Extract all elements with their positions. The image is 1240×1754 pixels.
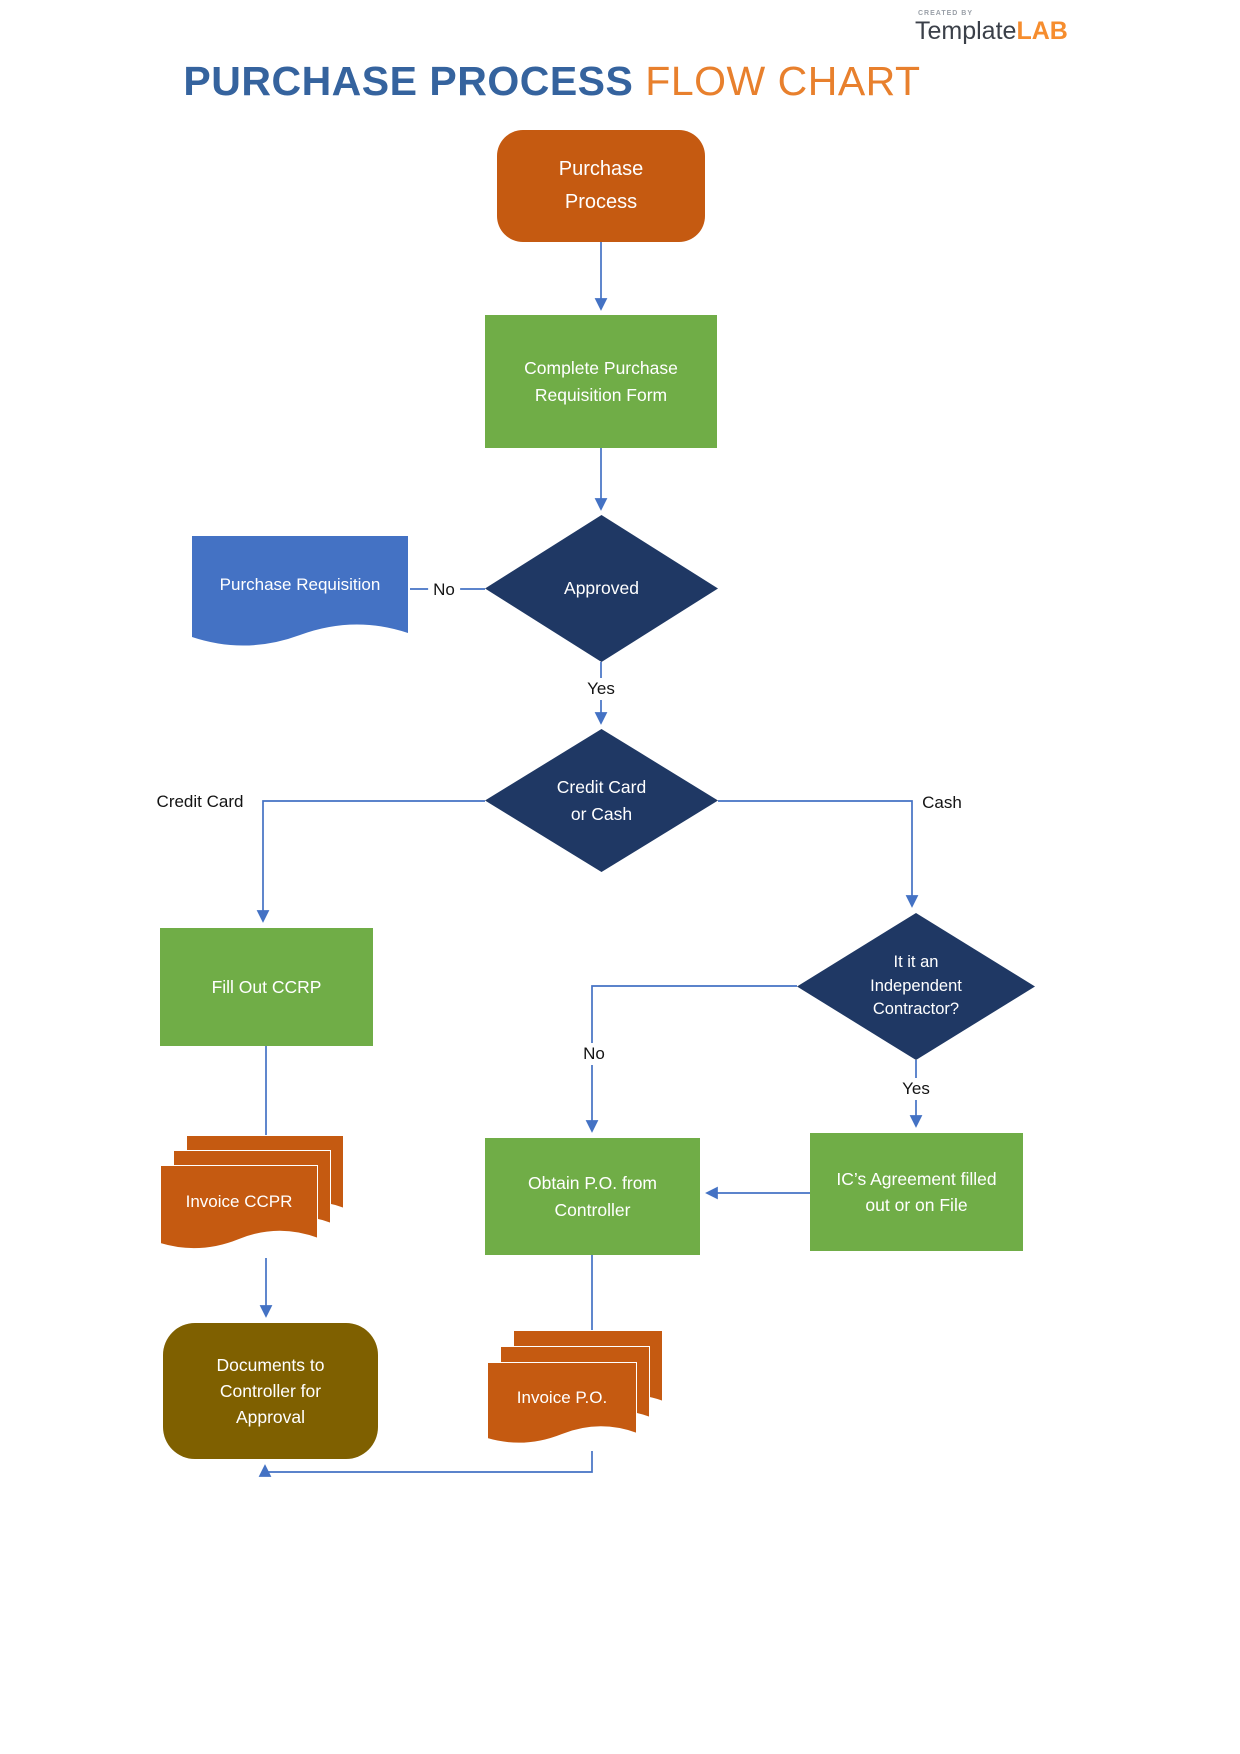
edge-label-credit-card: Credit Card — [151, 791, 249, 813]
node-ic-agreement-on-file: IC’s Agreement filled out or on File — [810, 1133, 1023, 1251]
node-purchase-process: Purchase Process — [497, 130, 705, 242]
logo-brand-secondary: LAB — [1016, 17, 1068, 45]
edge-label-cash: Cash — [917, 792, 967, 814]
logo-created-by: CREATED BY — [918, 10, 973, 17]
node-documents-to-controller: Documents to Controller for Approval — [163, 1323, 378, 1459]
node-credit-or-cash-decision: Credit Card or Cash — [485, 729, 718, 872]
node-approved-decision: Approved — [485, 515, 718, 662]
edge-label-contractor-yes: Yes — [897, 1078, 935, 1100]
node-obtain-po-from-controller: Obtain P.O. from Controller — [485, 1138, 700, 1255]
logo-brand-primary: Template — [915, 17, 1017, 45]
edge-label-contractor-no: No — [578, 1043, 610, 1065]
page-title-secondary: FLOW CHART — [645, 58, 921, 104]
page-title: PURCHASE PROCESS FLOW CHART — [0, 58, 1104, 105]
node-fill-out-ccrp: Fill Out CCRP — [160, 928, 373, 1046]
node-complete-requisition-form: Complete Purchase Requisition Form — [485, 315, 717, 448]
edge-cash-to-contractor — [718, 800, 919, 908]
edge-label-approved-yes: Yes — [582, 678, 620, 700]
node-invoice-po-documents: Invoice P.O. — [487, 1330, 663, 1452]
node-independent-contractor-decision: It it an Independent Contractor? — [797, 913, 1035, 1060]
invoice-ccpr-label: Invoice CCPR — [185, 1192, 293, 1211]
page-title-primary: PURCHASE PROCESS — [183, 58, 634, 104]
templatelab-logo: CREATED BY TemplateLAB — [915, 10, 1068, 44]
edge-creditcard-to-fillccrp — [256, 800, 485, 923]
node-invoice-ccpr-documents: Invoice CCPR — [160, 1135, 344, 1258]
document-front-icon — [160, 1165, 318, 1251]
edge-contractor-no-to-obtainpo — [585, 985, 797, 1133]
node-purchase-requisition-document: Purchase Requisition — [192, 536, 408, 658]
logo-brand: TemplateLAB — [915, 19, 1068, 44]
document-front-icon — [487, 1362, 637, 1445]
document-shape-icon — [192, 536, 408, 646]
edge-label-approved-no: No — [428, 579, 460, 601]
invoice-po-label: Invoice P.O. — [516, 1388, 608, 1407]
purchase-requisition-label: Purchase Requisition — [219, 574, 381, 594]
